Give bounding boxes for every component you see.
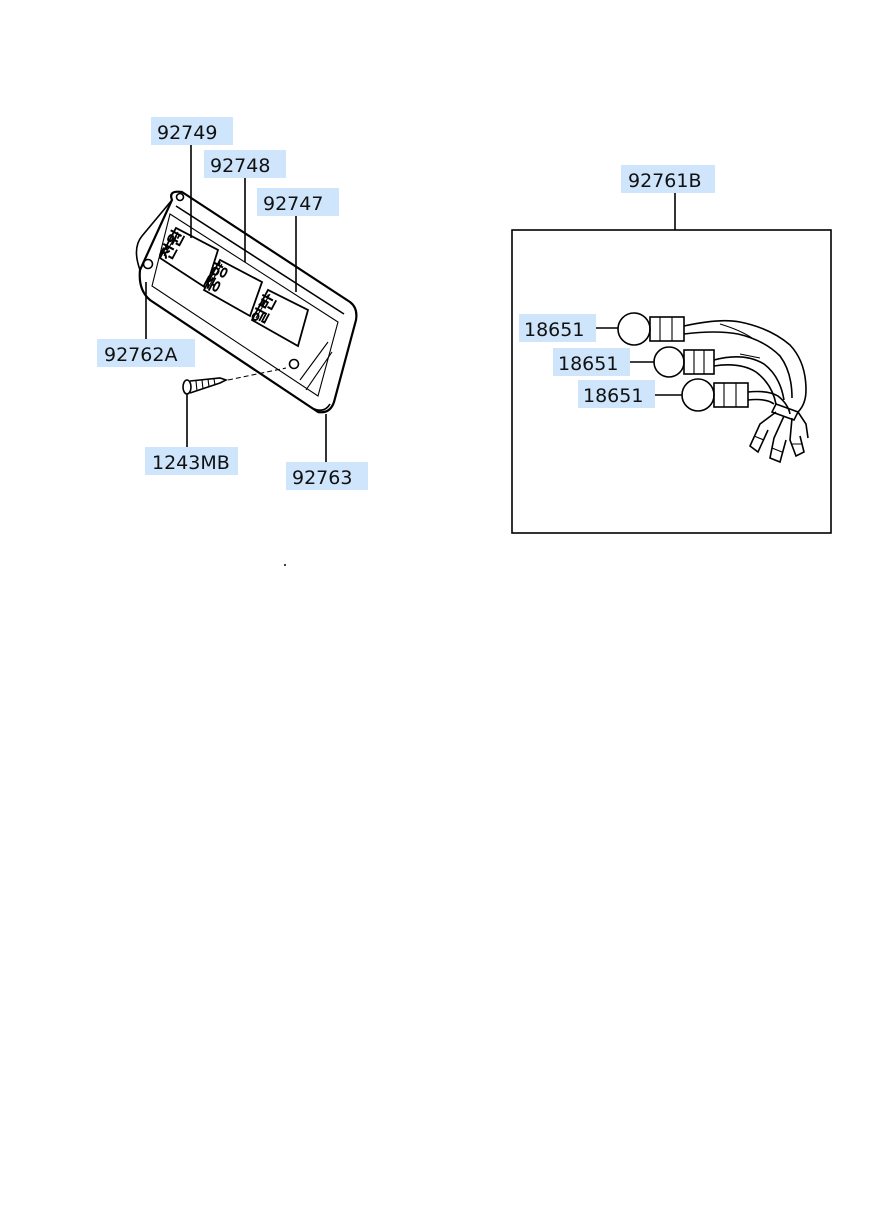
callout-92748: 92748 (204, 150, 286, 178)
harness-wires (683, 319, 807, 421)
svg-text:92761B: 92761B (628, 170, 701, 192)
harness-connectors (749, 411, 809, 464)
switch-knob-bottom: 일반 (249, 288, 310, 348)
switch-knob-top: 전원 (157, 226, 220, 290)
svg-text:92747: 92747 (263, 193, 323, 215)
svg-text:18651: 18651 (524, 319, 584, 341)
svg-text:92748: 92748 (210, 155, 270, 177)
callout-92749: 92749 (151, 117, 233, 145)
housing-hole-left (142, 258, 154, 270)
callout-92763: 92763 (286, 462, 368, 490)
housing-hole-right (288, 358, 300, 370)
svg-text:92749: 92749 (157, 122, 217, 144)
svg-text:18651: 18651 (583, 385, 643, 407)
callout-18651-2: 18651 (553, 348, 630, 376)
callout-18651-1: 18651 (519, 314, 596, 342)
housing-flange (135, 199, 173, 271)
callout-18651-3: 18651 (578, 380, 655, 408)
svg-text:18651: 18651 (558, 353, 618, 375)
callout-92761b: 92761B (621, 165, 715, 193)
callout-92762a: 92762A (97, 339, 195, 367)
housing-top-rim (175, 205, 345, 315)
switch-panel-assembly: 전원 중앙 일반 (135, 144, 358, 462)
bezel-edge (149, 299, 331, 412)
housing-hole-top (175, 192, 185, 202)
callout-1243mb: 1243MB (145, 447, 238, 475)
svg-text:92763: 92763 (292, 467, 352, 489)
bezel-slot-2 (305, 351, 333, 391)
bulb-2 (653, 346, 715, 378)
harness-frame (511, 229, 832, 534)
bulb-3 (681, 378, 749, 412)
callout-92747: 92747 (257, 188, 339, 216)
bulb-1 (617, 312, 685, 346)
screw-1243mb (182, 367, 287, 395)
housing-body (138, 190, 358, 414)
housing-inner-rim (151, 213, 339, 397)
svg-text:92762A: 92762A (104, 344, 177, 366)
bezel-slot (299, 341, 329, 381)
stray-dot (284, 564, 286, 566)
harness-assembly (511, 193, 832, 534)
svg-text:1243MB: 1243MB (152, 452, 230, 474)
